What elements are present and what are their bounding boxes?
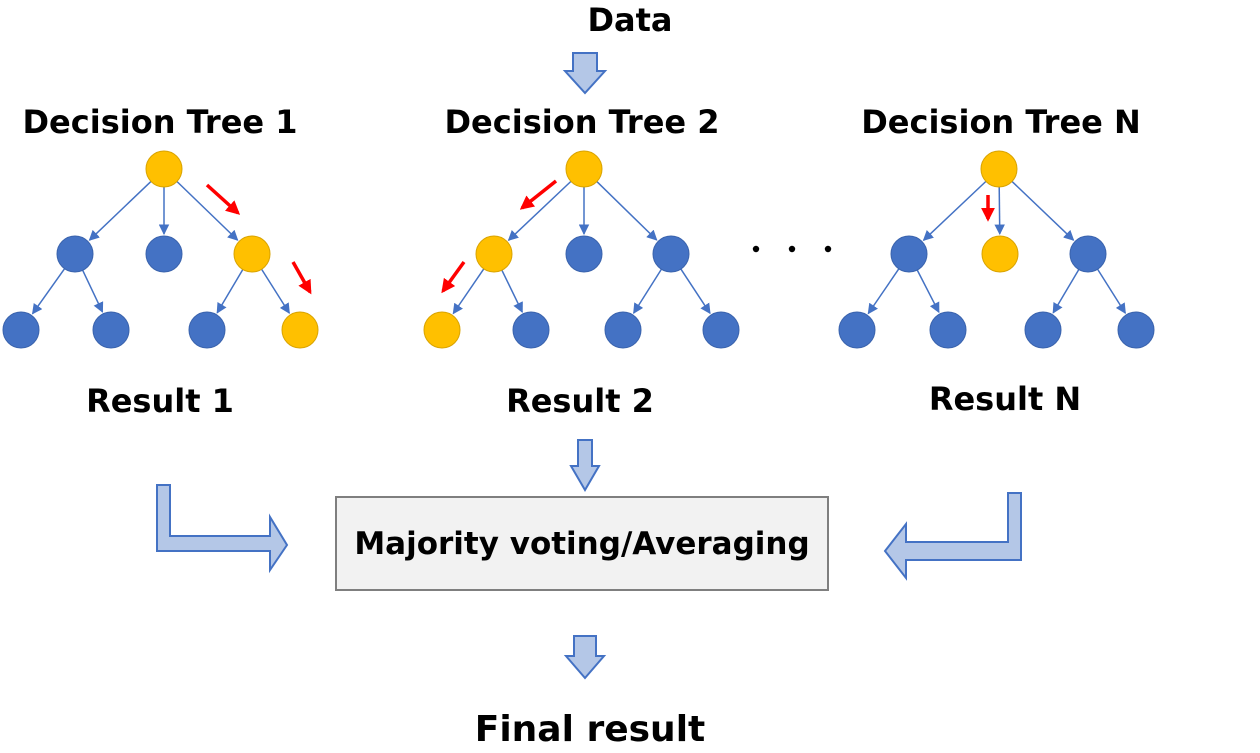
tree-node <box>56 235 94 273</box>
tree-edge <box>994 186 1005 236</box>
tree-node <box>929 311 967 349</box>
decision-tree-2 <box>423 150 740 349</box>
tree-edge <box>1052 269 1080 314</box>
active-node <box>475 235 513 273</box>
tree-edge <box>507 180 572 241</box>
result-flow-arrow-icon <box>569 439 601 492</box>
tree-node <box>838 311 876 349</box>
final-flow-arrow-icon <box>563 635 607 680</box>
tree-n-title: Decision Tree N <box>861 103 1141 141</box>
tree-edge <box>501 269 523 313</box>
tree-edge <box>633 268 663 314</box>
right-merge-arrow-icon <box>883 492 1022 581</box>
decision-tree-n <box>838 150 1155 349</box>
active-node <box>233 235 271 273</box>
path-arrow-icon <box>441 260 466 294</box>
active-node <box>565 150 603 188</box>
tree-1-title: Decision Tree 1 <box>22 103 298 141</box>
tree-edge <box>31 268 66 315</box>
tree-edge <box>260 268 290 314</box>
active-node <box>980 150 1018 188</box>
active-node <box>981 235 1019 273</box>
active-node <box>423 311 461 349</box>
tree-edge <box>680 268 711 315</box>
tree-edge <box>867 268 900 315</box>
aggregation-box: Majority voting/Averaging <box>335 496 829 591</box>
tree-2-title: Decision Tree 2 <box>444 103 720 141</box>
tree-edge <box>176 180 239 241</box>
active-node <box>281 311 319 349</box>
ellipsis-dot <box>824 245 832 253</box>
data-flow-arrow-icon <box>562 52 608 95</box>
tree-node <box>512 311 550 349</box>
tree-node <box>188 311 226 349</box>
tree-edge <box>82 269 104 313</box>
path-arrow-icon <box>291 261 312 295</box>
active-node <box>145 150 183 188</box>
path-arrow-icon <box>519 179 558 210</box>
decision-tree-1 <box>2 150 319 349</box>
result-1-label: Result 1 <box>86 382 234 420</box>
path-arrow-icon <box>205 183 241 215</box>
tree-node <box>652 235 690 273</box>
final-result-label: Final result <box>474 709 706 750</box>
result-2-label: Result 2 <box>506 382 654 420</box>
ellipsis-dot <box>752 245 760 253</box>
tree-node <box>1117 311 1155 349</box>
result-n-label: Result N <box>928 380 1082 418</box>
tree-node <box>2 311 40 349</box>
tree-edge <box>88 180 152 241</box>
tree-edge <box>452 268 485 315</box>
tree-edge <box>596 181 658 241</box>
ellipsis-dot <box>788 245 796 253</box>
tree-node <box>145 235 183 273</box>
data-label: Data <box>587 1 673 39</box>
tree-edge <box>922 180 987 241</box>
tree-edge <box>1096 268 1126 314</box>
tree-node <box>702 311 740 349</box>
tree-node <box>1069 235 1107 273</box>
tree-node <box>604 311 642 349</box>
tree-node <box>1024 311 1062 349</box>
tree-node <box>565 235 603 273</box>
tree-node <box>890 235 928 273</box>
tree-edge <box>916 269 940 314</box>
tree-node <box>92 311 130 349</box>
tree-edge <box>216 269 244 314</box>
left-merge-arrow-icon <box>156 484 289 574</box>
aggregation-label: Majority voting/Averaging <box>354 525 810 562</box>
tree-edge <box>1011 180 1075 241</box>
